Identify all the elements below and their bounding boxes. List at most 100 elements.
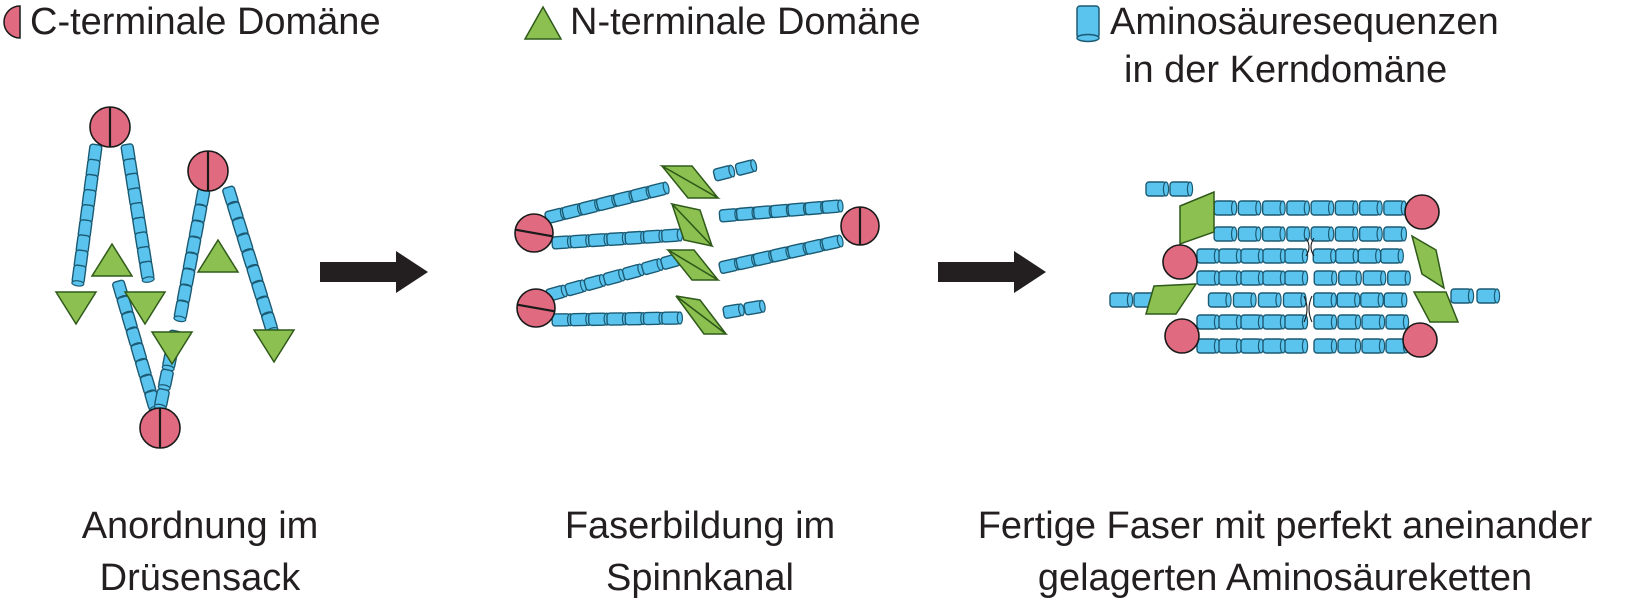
n-terminal-domain <box>667 249 721 281</box>
c-terminal-domain <box>514 213 554 253</box>
amino-acid-segment <box>1213 226 1238 242</box>
amino-acid-segment <box>1310 200 1335 216</box>
amino-acid-segment <box>1262 338 1287 354</box>
amino-acid-segment <box>587 312 610 327</box>
c-terminal-domain <box>1162 244 1198 280</box>
amino-acid-segment <box>1282 292 1307 308</box>
amino-acid-segment <box>1313 292 1337 308</box>
amino-acid-segment <box>1196 314 1221 330</box>
arrow-2 <box>938 251 1046 293</box>
amino-acid-segment <box>1218 248 1243 264</box>
amino-acid-segment <box>1362 270 1387 286</box>
amino-acid-segment <box>743 299 766 316</box>
amino-acid-segment <box>71 264 87 287</box>
caption-2-line-1: Faserbildung im <box>564 505 836 547</box>
n-terminal-domain <box>123 291 167 326</box>
amino-acid-segment <box>1262 314 1287 330</box>
amino-acid-segment <box>1360 292 1384 308</box>
amino-acid-segment <box>1334 200 1359 216</box>
caption-3-line-2: gelagerten Aminosäureketten <box>1037 557 1533 599</box>
n-terminal-domain <box>252 329 296 364</box>
amino-acid-segment <box>1313 338 1338 354</box>
amino-acid-segment <box>660 228 684 243</box>
amino-acid-segment <box>1284 248 1309 264</box>
amino-acid-segment <box>1240 248 1265 264</box>
amino-acid-segment <box>173 299 190 323</box>
amino-acid-segment <box>1338 270 1362 286</box>
fiber-crosslink <box>1308 295 1313 323</box>
c-terminal-domain <box>187 150 229 192</box>
amino-acid-segment <box>1334 226 1359 242</box>
amino-acid-segment <box>661 311 684 325</box>
legend-amino-label-line1: Aminosäuresequenzen <box>1110 1 1499 43</box>
amino-acid-segment <box>1240 270 1265 286</box>
amino-acid-segment <box>1284 314 1309 330</box>
amino-acid-segment <box>569 312 592 327</box>
n-terminal-domain <box>196 238 240 273</box>
triangle-icon <box>523 5 563 40</box>
amino-acid-segment <box>1310 226 1335 242</box>
amino-acid-segment <box>1196 338 1221 354</box>
n-terminal-domain <box>1410 234 1446 290</box>
amino-acid-segment <box>734 159 758 176</box>
amino-acid-segment <box>157 368 174 391</box>
amino-acid-segment <box>1383 200 1408 216</box>
amino-acid-segment <box>642 311 665 326</box>
n-terminal-domain <box>671 203 715 248</box>
amino-acid-segment <box>1383 292 1408 308</box>
n-terminal-domain <box>1179 190 1215 246</box>
caption-stage-3: Fertige Faser mit perfekt aneinander gel… <box>940 500 1630 604</box>
amino-acid-segment <box>1207 292 1232 308</box>
caption-1-line-2: Drüsensack <box>99 557 301 599</box>
n-terminal-domain <box>661 165 721 199</box>
stage-spinning-duct <box>514 159 880 335</box>
n-terminal-domain <box>675 295 729 335</box>
amino-acid-segment <box>1383 226 1408 242</box>
fiber-crosslink <box>1303 295 1308 323</box>
amino-acid-segment <box>647 181 670 199</box>
amino-acid-segment <box>1237 226 1262 242</box>
stage-gland-sac <box>54 106 296 449</box>
amino-acid-segment <box>1284 338 1309 354</box>
amino-acid-segment <box>1145 181 1170 197</box>
n-terminal-domain <box>1412 291 1460 323</box>
amino-acid-segment <box>821 199 844 214</box>
amino-acid-segment <box>551 313 574 327</box>
amino-acid-segment <box>1286 226 1311 242</box>
amino-acid-segment <box>1358 226 1383 242</box>
amino-acid-segment <box>1335 248 1359 264</box>
amino-acid-segment <box>1169 181 1194 197</box>
amino-acid-segment <box>1213 200 1238 216</box>
arrow-1 <box>320 251 428 293</box>
n-terminal-domain <box>150 331 194 366</box>
amino-acid-segment <box>712 164 736 182</box>
amino-acid-segment <box>1358 200 1383 216</box>
amino-acid-segment <box>1357 248 1382 264</box>
amino-acid-segment <box>606 312 629 326</box>
caption-stage-2: Faserbildung im Spinnkanal <box>540 500 860 604</box>
amino-acid-segment <box>602 268 626 286</box>
caption-2-line-2: Spinnkanal <box>605 557 795 599</box>
legend-amino-label-line2: in der Kerndomäne <box>1124 49 1448 91</box>
c-terminal-domain <box>89 106 131 148</box>
amino-acid-segment <box>1337 314 1362 330</box>
n-terminal-domain <box>90 242 134 277</box>
c-terminal-domain <box>1402 322 1438 358</box>
n-terminal-domain <box>54 291 98 326</box>
amino-acid-segment <box>139 260 155 283</box>
amino-acid-segment <box>1262 248 1287 264</box>
fiber-crosslink <box>1305 237 1310 257</box>
amino-acid-segment <box>1218 338 1243 354</box>
cylinder-icon <box>1076 5 1100 43</box>
amino-acid-segment <box>1380 248 1404 264</box>
amino-acid-segment <box>1361 338 1386 354</box>
amino-acid-segment <box>722 303 745 319</box>
amino-acid-segment <box>624 311 647 326</box>
amino-acid-segment <box>1361 314 1386 330</box>
amino-acid-segment <box>1261 226 1286 242</box>
amino-acid-segment <box>1240 338 1265 354</box>
amino-acid-segment <box>1313 314 1338 330</box>
amino-acid-segment <box>1232 292 1257 308</box>
amino-acid-segment <box>1387 270 1411 286</box>
c-terminal-domain <box>516 288 556 328</box>
